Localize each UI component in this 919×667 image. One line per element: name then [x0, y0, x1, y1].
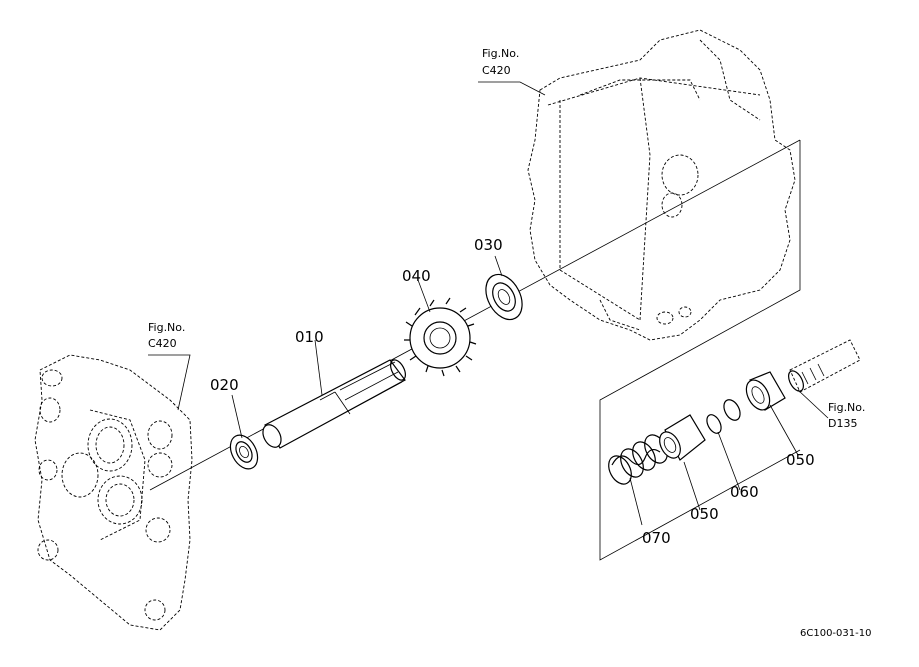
part-label-010: 010	[295, 328, 324, 346]
shaft-010	[262, 359, 406, 449]
bearing-030	[485, 273, 523, 321]
part-label-030: 030	[474, 236, 503, 254]
part-label-070: 070	[642, 529, 671, 547]
transmission-case	[527, 29, 796, 341]
ref-top-fig: Fig.No.	[482, 47, 519, 60]
ref-left-fig: Fig.No.	[148, 321, 185, 334]
hub-050-lower	[659, 414, 706, 461]
part-label-020: 020	[210, 376, 239, 394]
axis-centerline	[149, 139, 801, 491]
hub-050-upper	[745, 371, 786, 411]
splined-shaft-end	[788, 339, 861, 393]
leader-lines	[148, 81, 829, 526]
snap-ring-060	[706, 399, 741, 434]
gear-case-cover	[34, 354, 193, 631]
part-label-060: 060	[730, 483, 759, 501]
assembly-frame	[599, 140, 801, 561]
ref-right-fig: Fig.No.	[828, 401, 865, 414]
part-label-040: 040	[402, 267, 431, 285]
part-label-050-lower: 050	[690, 505, 719, 523]
part-label-050-upper: 050	[786, 451, 815, 469]
drawing-code: 6C100-031-10	[800, 628, 871, 639]
gear-040	[404, 297, 477, 377]
ref-top-code: C420	[482, 64, 511, 77]
ref-right-code: D135	[828, 417, 857, 430]
ref-left-code: C420	[148, 337, 177, 350]
bearing-020	[229, 434, 259, 470]
